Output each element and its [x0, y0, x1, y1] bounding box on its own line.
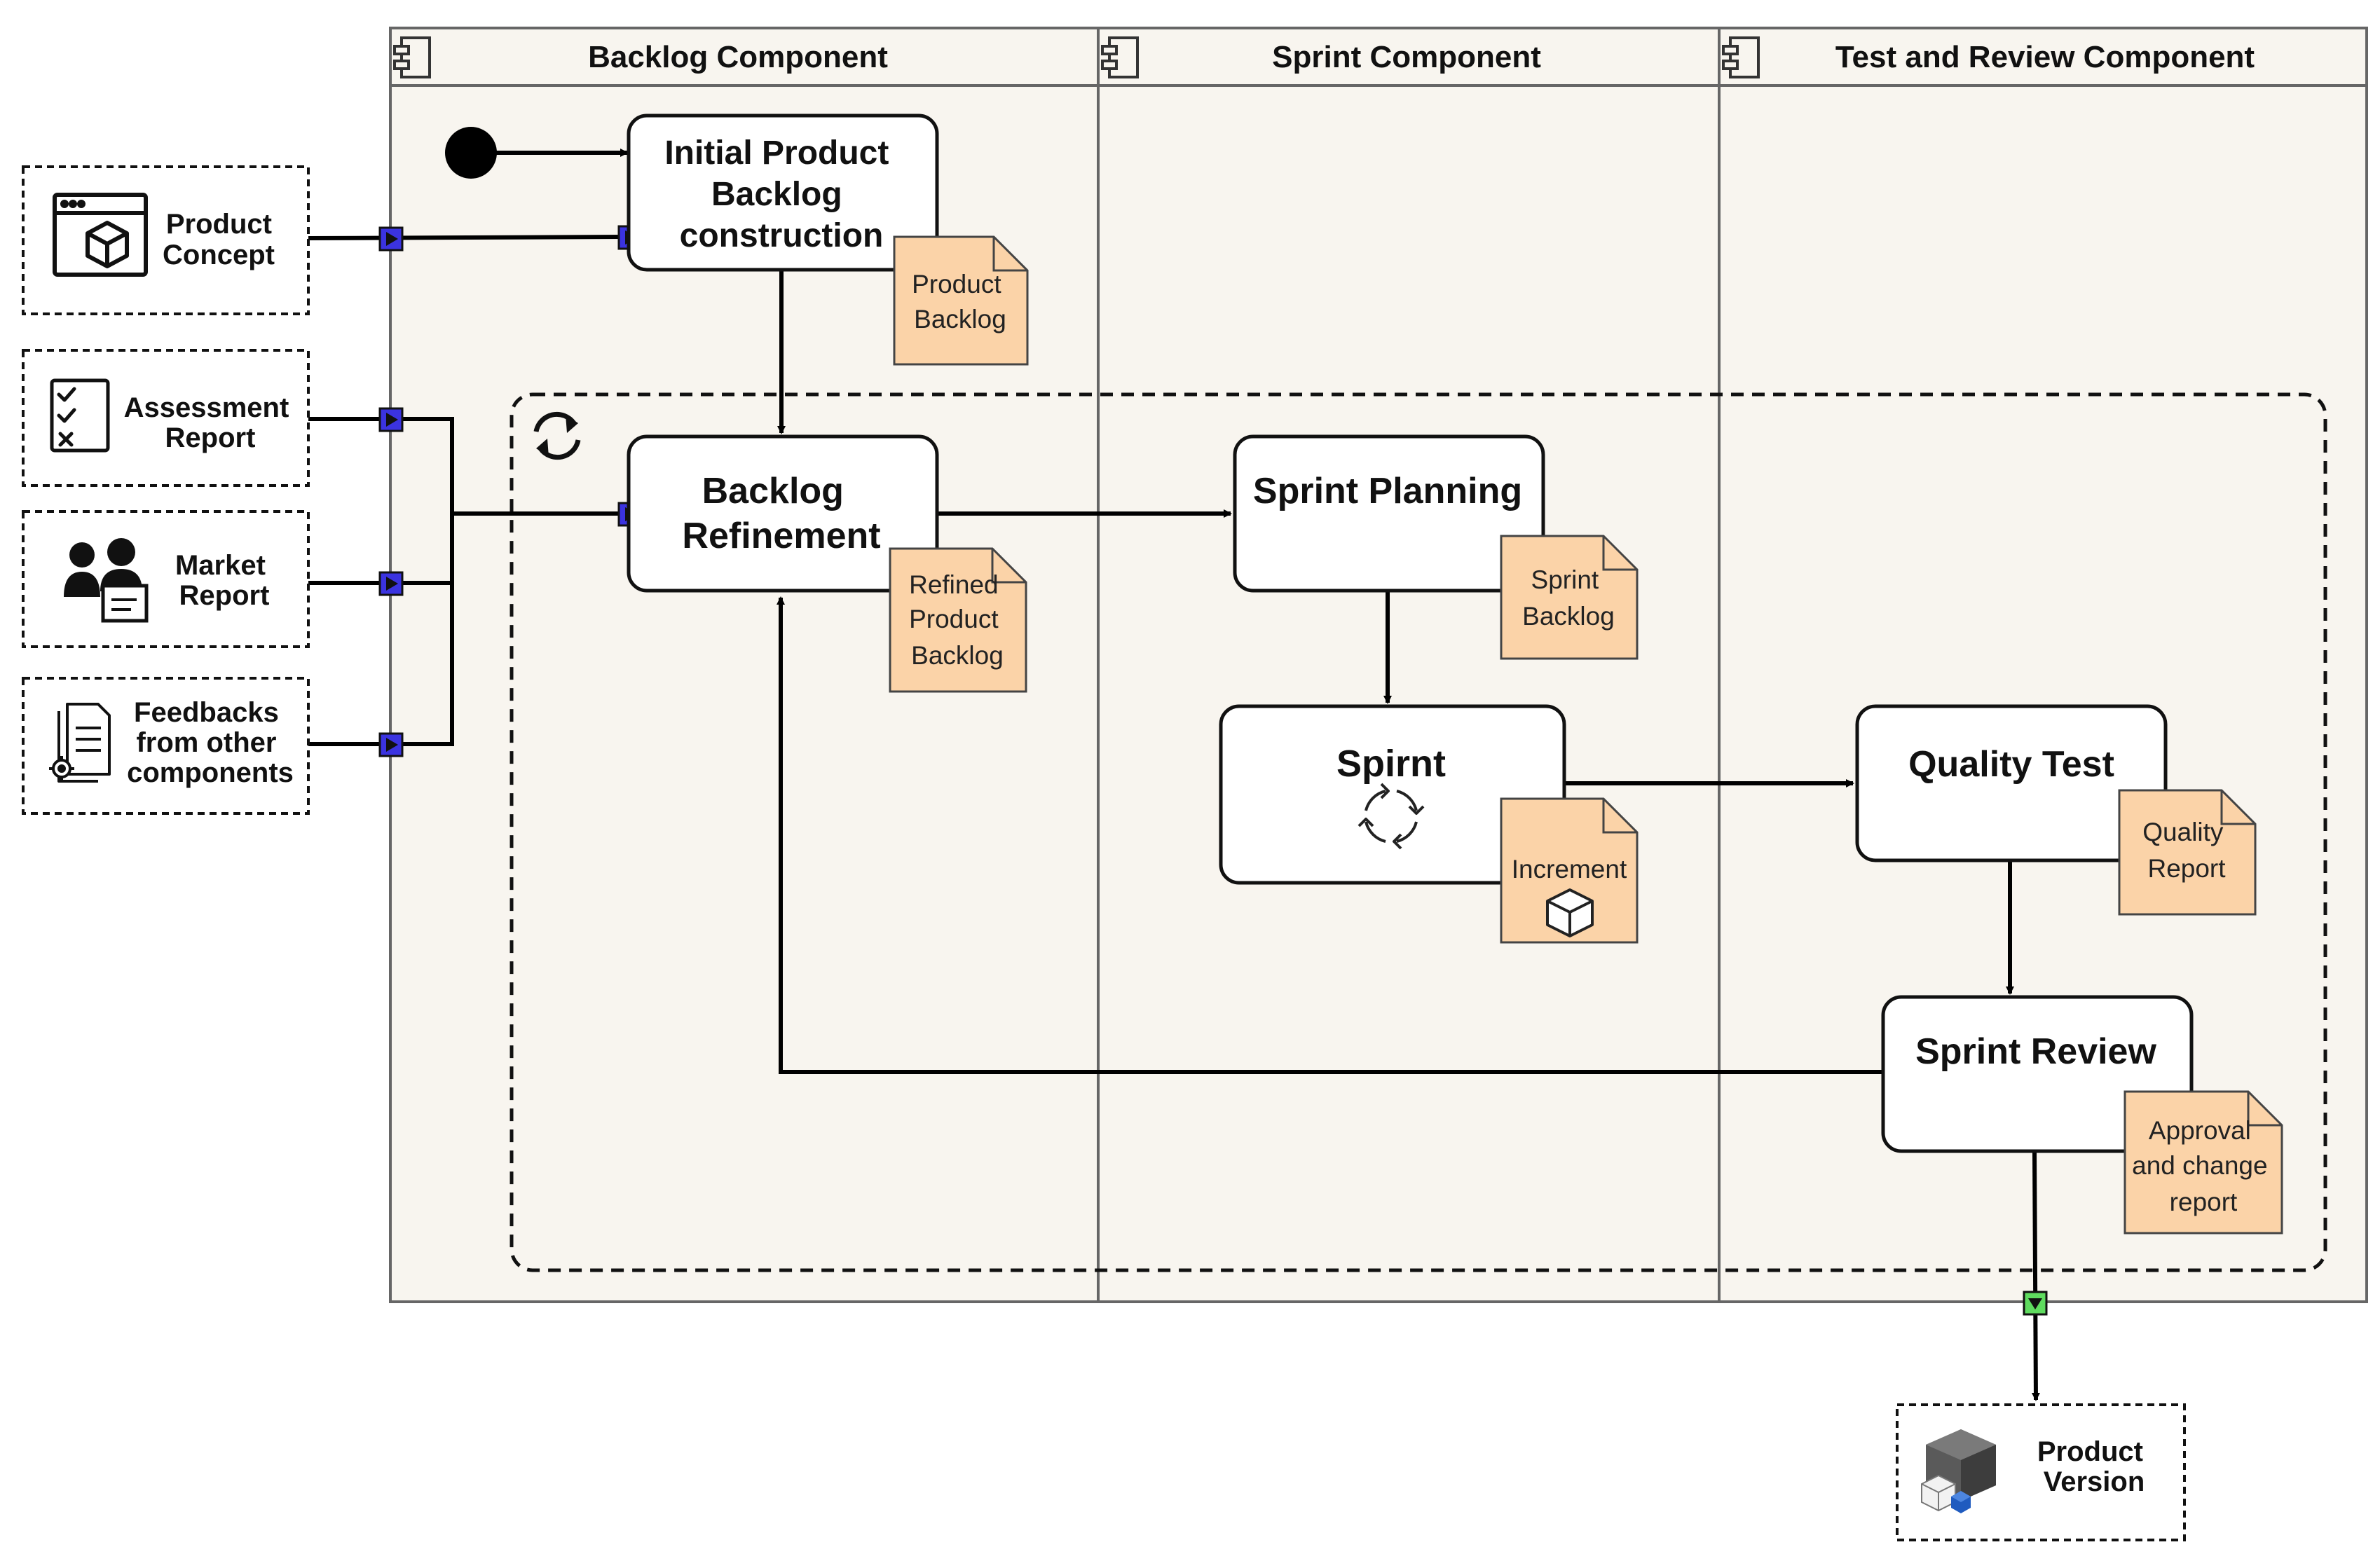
browser-box-icon — [53, 193, 148, 277]
documents-gear-icon — [49, 703, 111, 783]
activity-label: Initial Product — [664, 135, 889, 172]
artifact-label: Increment — [1512, 855, 1627, 883]
component-icon — [1722, 36, 1760, 78]
svg-text:Sprint Backlog: Sprint Backlog — [1522, 565, 1615, 631]
activity-label: Backlog — [702, 471, 844, 511]
component-icon — [1101, 36, 1139, 78]
input-pin — [378, 407, 404, 432]
svg-text:Initial Product Backlog: Initial Product Backlog construction — [664, 135, 898, 254]
input-pin — [378, 226, 404, 252]
artifact-quality-report: Quality Report — [2118, 789, 2257, 916]
activity-quality-test[interactable]: Quality Test — [1855, 704, 2168, 862]
input-label: Product — [166, 209, 272, 240]
input-pin — [378, 732, 404, 757]
activity-label: construction — [680, 217, 884, 254]
svg-text:Backlog Refinement: Backlog Refinement — [682, 471, 880, 556]
output-product-version[interactable]: Product Version — [1896, 1403, 2186, 1541]
activity-sprint-planning[interactable]: Sprint Planning — [1233, 434, 1545, 593]
input-product-concept[interactable]: Product Concept — [22, 165, 310, 315]
svg-text:Increment: Increment — [1512, 855, 1627, 883]
artifact-label: Product — [909, 605, 999, 633]
artifact-increment: Increment — [1500, 797, 1639, 944]
lane-test-review: Test and Review Component — [1722, 36, 2255, 78]
input-label: components — [127, 757, 294, 788]
artifact-label: Quality — [2142, 818, 2224, 846]
input-feedbacks[interactable]: Feedbacks from other components — [22, 677, 310, 815]
lane-title: Sprint Component — [1272, 40, 1541, 74]
artifact-label: Backlog — [911, 641, 1004, 670]
svg-text:Approval and change: Approval and change report — [2132, 1116, 2275, 1216]
checklist-icon — [50, 378, 110, 453]
loop-region — [509, 392, 2327, 1272]
svg-text:Sprint Planning: Sprint Planning — [1253, 471, 1522, 511]
input-label: Feedbacks — [134, 697, 279, 728]
input-label: Report — [179, 580, 270, 611]
svg-text:Quality Test: Quality Test — [1908, 744, 2114, 785]
svg-text:Quality Report: Quality Report — [2142, 818, 2230, 883]
svg-text:Market Report: Market Report — [175, 550, 273, 611]
artifact-label: Backlog — [914, 305, 1006, 334]
activity-label: Spirnt — [1336, 743, 1446, 785]
activity-label: Refinement — [682, 516, 880, 556]
artifact-label: report — [2170, 1188, 2238, 1216]
output-pin — [2023, 1291, 2048, 1316]
artifact-label: Sprint — [1531, 565, 1599, 594]
activity-label: Quality Test — [1908, 744, 2114, 785]
artifact-label: Product — [912, 270, 1001, 298]
svg-text:Refined Product Ba: Refined Product Backlog — [909, 570, 1006, 670]
input-pin — [378, 571, 404, 596]
svg-text:Product Version: Product Version — [2037, 1436, 2151, 1497]
svg-text:Spirnt: Spirnt — [1336, 743, 1446, 785]
svg-text:Sprint Review: Sprint Review — [1915, 1031, 2156, 1072]
input-label: Report — [165, 422, 256, 453]
svg-text:Assessment Report: Assessment Report — [124, 392, 297, 453]
output-label: Version — [2044, 1466, 2145, 1497]
start-node — [445, 127, 497, 179]
activity-sprint[interactable]: Spirnt — [1219, 704, 1566, 885]
component-icon — [393, 36, 431, 78]
artifact-label: Refined — [909, 570, 999, 599]
cycle-icon — [1357, 783, 1425, 850]
input-label: Concept — [163, 240, 275, 270]
artifact-label: Backlog — [1522, 602, 1615, 631]
activity-initial-product-backlog[interactable]: Initial Product Backlog construction — [627, 114, 939, 272]
artifact-refined-product-backlog: Refined Product Backlog — [889, 547, 1027, 693]
input-label: Assessment — [124, 392, 289, 423]
activity-sprint-review[interactable]: Sprint Review — [1881, 995, 2194, 1153]
activity-label: Sprint Planning — [1253, 471, 1522, 511]
lane-title: Backlog Component — [588, 40, 888, 74]
artifact-label: and change — [2132, 1151, 2267, 1180]
activity-label: Sprint Review — [1915, 1031, 2156, 1072]
artifact-label: Report — [2147, 854, 2226, 883]
artifact-approval-change-report: Approval and change report — [2123, 1090, 2283, 1235]
input-label: from other — [136, 727, 276, 758]
lane-sprint: Sprint Component — [1101, 36, 1541, 78]
artifact-sprint-backlog: Sprint Backlog — [1500, 535, 1639, 660]
people-report-icon — [64, 538, 149, 623]
stacked-cubes-icon — [1921, 1429, 1996, 1513]
input-label: Market — [175, 550, 266, 581]
output-label: Product — [2037, 1436, 2143, 1467]
cube-icon — [1546, 888, 1594, 937]
lane-backlog: Backlog Component — [393, 36, 888, 78]
input-market-report[interactable]: Market Report — [22, 510, 310, 648]
activity-backlog-refinement[interactable]: Backlog Refinement — [627, 434, 939, 593]
artifact-product-backlog: Product Backlog — [893, 235, 1029, 366]
svg-text:Product Backlog: Product Backlog — [912, 270, 1008, 334]
activity-label: Backlog — [711, 176, 842, 213]
svg-text:Product Concept: Product Concept — [163, 209, 280, 270]
lane-title: Test and Review Component — [1835, 40, 2255, 74]
input-assessment-report[interactable]: Assessment Report — [22, 349, 310, 487]
loop-arrows-icon — [533, 411, 581, 460]
svg-text:Feedbacks from other: Feedbacks from other components — [127, 697, 294, 788]
artifact-label: Approval — [2149, 1116, 2251, 1145]
